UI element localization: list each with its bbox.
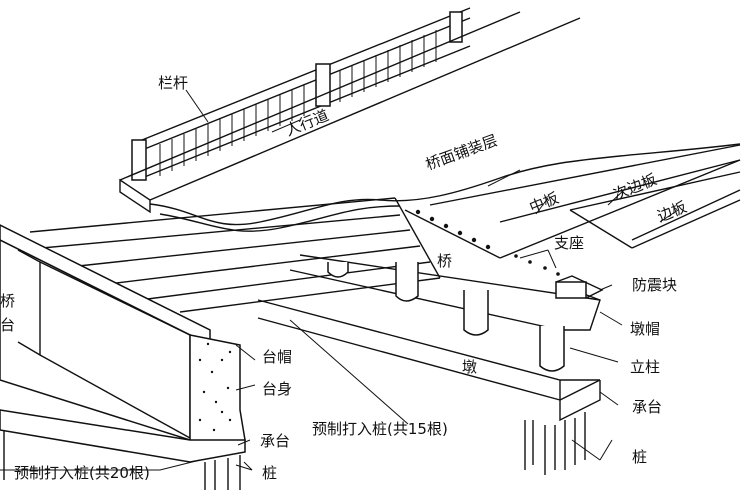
labels: 栏杆 人行道 桥面铺装层 中板 次边板 边板 支座 桥 防震块 墩帽 立柱 墩 …	[0, 74, 689, 482]
label-precast-piles-15: 预制打入桩(共15根)	[312, 420, 448, 438]
label-deck-pavement: 桥面铺装层	[423, 131, 500, 174]
label-pier-column: 立柱	[630, 358, 660, 376]
label-abutment-bridge-a: 桥	[0, 292, 15, 310]
label-pier-cap: 墩帽	[630, 320, 660, 338]
pier-assembly	[257, 254, 604, 475]
label-seismic-block: 防震块	[632, 276, 677, 294]
leader-lines	[0, 89, 679, 471]
deck-pavement-layer-lower	[159, 205, 401, 232]
label-bridge: 桥	[437, 252, 452, 270]
label-piles-left: 桩	[262, 464, 277, 482]
label-abutment-bridge-b: 台	[0, 316, 15, 334]
label-railing: 栏杆	[158, 74, 188, 92]
label-piles-right: 桩	[632, 448, 647, 466]
label-pile-cap-left: 承台	[260, 432, 290, 450]
deck-slabs	[19, 144, 741, 313]
label-bearing: 支座	[554, 234, 584, 252]
railing	[131, 7, 471, 181]
abutment	[0, 224, 246, 490]
label-middle-slab: 中板	[527, 189, 562, 217]
sidewalk	[119, 11, 581, 214]
label-secondary-edge-slab: 次边板	[611, 170, 659, 204]
label-pile-cap-right: 承台	[632, 398, 662, 416]
label-precast-piles-20: 预制打入桩(共20根)	[14, 464, 150, 482]
label-pier: 墩	[462, 358, 477, 376]
label-abutment-cap: 台帽	[262, 348, 292, 366]
deck-pavement-layer	[149, 143, 741, 226]
label-abutment-body: 台身	[262, 380, 292, 398]
